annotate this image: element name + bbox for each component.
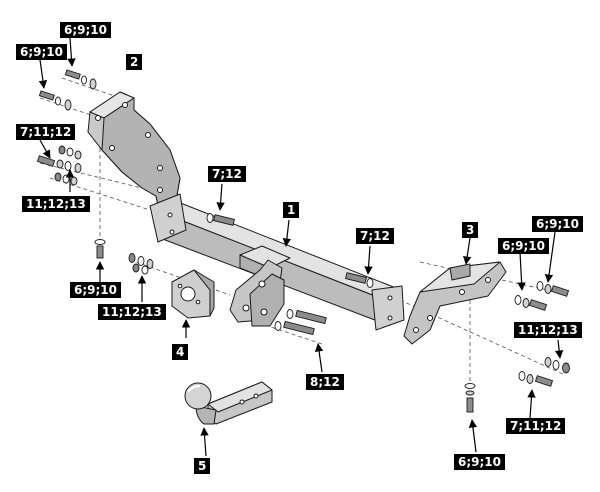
- hardware-label-left-bolt: 7;11;12: [16, 124, 76, 140]
- leader-arrows: [38, 37, 564, 457]
- main-crossbar: [149, 193, 405, 331]
- hardware-label-right-nuts: 11;12;13: [514, 322, 582, 338]
- hardware-label-top-left-lower: 6;9;10: [16, 44, 67, 60]
- socket-mounting-plate: [171, 269, 215, 319]
- part-number-4: 4: [172, 344, 189, 360]
- left-mounting-bracket: [87, 91, 181, 215]
- hardware-label-left-nuts: 11;12;13: [22, 196, 90, 212]
- hardware-label-crossbar-left-bolt: 7;12: [208, 166, 246, 182]
- hardware-label-right-upper: 6;9;10: [532, 216, 583, 232]
- towball-neck: [184, 381, 273, 425]
- hardware-label-left-vertical-bolt: 6;9;10: [70, 282, 121, 298]
- part-number-5: 5: [194, 458, 211, 474]
- hardware-label-top-left-upper: 6;9;10: [60, 22, 111, 38]
- part-number-1: 1: [283, 202, 300, 218]
- hardware-label-right-bolt: 7;11;12: [506, 418, 566, 434]
- hardware-label-crossbar-right-bolt: 7;12: [356, 228, 394, 244]
- hardware-label-center-bolts: 8;12: [306, 374, 344, 390]
- part-number-2: 2: [126, 54, 143, 70]
- hardware-label-mid-nuts: 11;12;13: [98, 304, 166, 320]
- part-number-3: 3: [462, 222, 479, 238]
- hardware-label-right-vertical-bolt: 6;9;10: [454, 454, 505, 470]
- hardware-label-right-mid: 6;9;10: [498, 238, 549, 254]
- right-mounting-bracket: [403, 261, 507, 345]
